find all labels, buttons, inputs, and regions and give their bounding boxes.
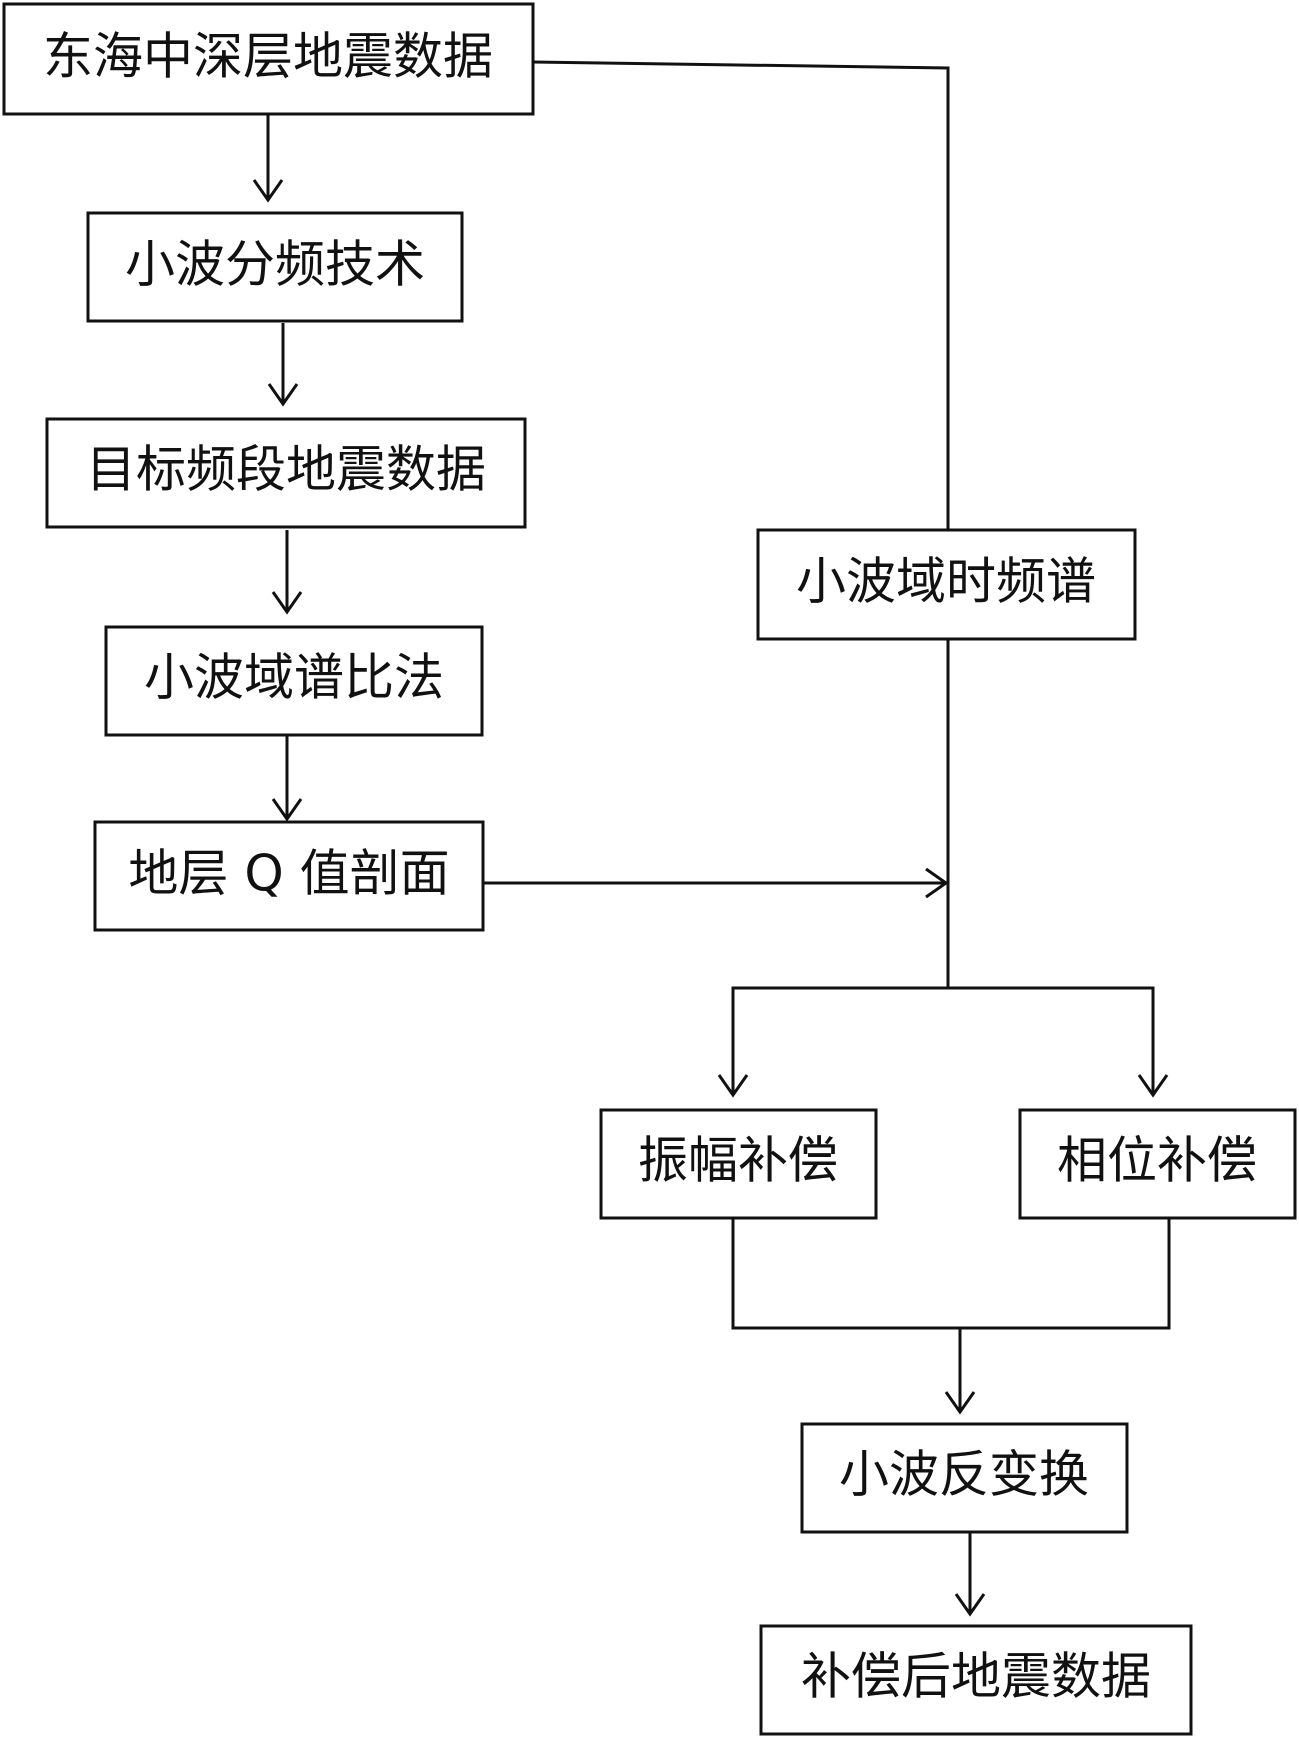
node-output-data-label: 补偿后地震数据 — [801, 1648, 1151, 1706]
arrow-phase — [1137, 1074, 1169, 1098]
node-amplitude-comp-label: 振幅补偿 — [638, 1132, 838, 1190]
node-wavelet-freq-split-label: 小波分频技术 — [125, 236, 425, 294]
node-q-profile-label: 地层 Q 值剖面 — [128, 845, 449, 903]
node-target-band-data-label: 目标频段地震数据 — [86, 441, 486, 499]
edge-join-branches — [731, 1218, 1171, 1330]
arrow-freqsplit — [252, 179, 284, 203]
node-wavelet-spectral-ratio: 小波域谱比法 — [104, 625, 484, 737]
node-inverse-wavelet: 小波反变换 — [800, 1422, 1129, 1534]
connectors — [252, 60, 1171, 1617]
arrow-qprofile — [271, 798, 303, 822]
arrow-inverse — [944, 1391, 976, 1415]
node-wavelet-spectral-ratio-label: 小波域谱比法 — [144, 649, 444, 707]
node-target-band-data: 目标频段地震数据 — [45, 417, 527, 529]
arrow-amplitude — [717, 1074, 749, 1098]
node-phase-comp-label: 相位补偿 — [1057, 1132, 1257, 1190]
arrow-spectralratio — [271, 591, 303, 615]
node-wavelet-tf-spectrum: 小波域时频谱 — [756, 528, 1137, 641]
node-wavelet-freq-split: 小波分频技术 — [86, 211, 464, 323]
node-amplitude-comp: 振幅补偿 — [599, 1108, 878, 1220]
node-q-profile: 地层 Q 值剖面 — [93, 820, 485, 932]
node-input-data: 东海中深层地震数据 — [2, 2, 535, 116]
node-input-data-label: 东海中深层地震数据 — [43, 28, 493, 86]
node-inverse-wavelet-label: 小波反变换 — [839, 1446, 1089, 1504]
arrow-targetband — [267, 383, 299, 407]
node-phase-comp: 相位补偿 — [1018, 1108, 1297, 1220]
edge-input-to-tfspectrum — [532, 60, 950, 530]
arrow-merge — [925, 867, 949, 899]
node-output-data: 补偿后地震数据 — [759, 1624, 1193, 1736]
arrow-output — [954, 1593, 986, 1617]
node-wavelet-tf-spectrum-label: 小波域时频谱 — [796, 553, 1096, 611]
edge-split-branches — [731, 986, 1155, 1095]
